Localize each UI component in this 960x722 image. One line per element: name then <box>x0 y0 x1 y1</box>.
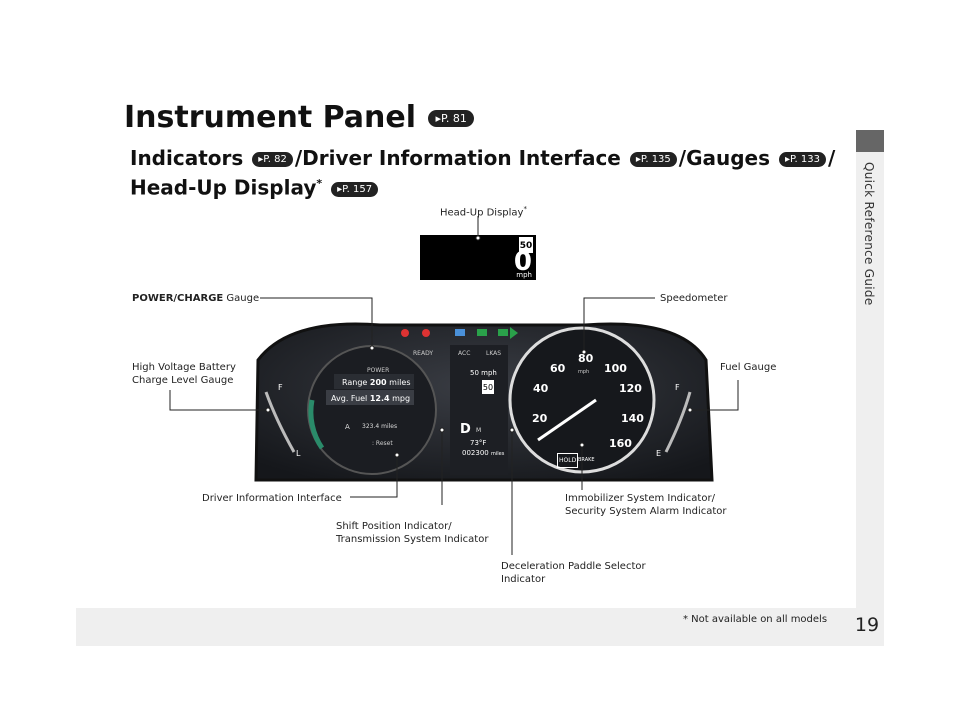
callout-speedometer: Speedometer <box>660 293 728 304</box>
speed-tick-160: 160 <box>609 437 632 450</box>
side-band <box>856 130 884 608</box>
ready-indicator: READY <box>413 350 434 357</box>
subtitle: Indicators ▸P. 82/Driver Information Int… <box>130 146 836 200</box>
hv-full-mark: F <box>278 383 283 392</box>
hv-low-mark: L <box>296 449 301 458</box>
callout-lines <box>169 216 739 555</box>
head-up-display: 50 0 mph <box>420 235 536 280</box>
hud-ref-link[interactable]: ▸P. 157 <box>331 181 379 197</box>
trip-letter: A <box>345 423 350 431</box>
seatbelt-icon <box>401 329 409 337</box>
speed-tick-60: 60 <box>550 362 566 375</box>
hud-speed-limit: 50 <box>519 237 533 253</box>
speed-tick-20: 20 <box>532 412 548 425</box>
headlight-icon <box>498 329 508 336</box>
trip-meter: 323.4 miles <box>362 423 398 430</box>
low-beam-icon <box>477 329 487 336</box>
callout-power-charge-gauge: POWER/CHARGE Gauge <box>132 293 260 304</box>
brake-indicator: BRAKE <box>578 457 595 463</box>
power-label: POWER <box>367 367 390 374</box>
high-beam-icon <box>455 329 465 336</box>
speed-unit: mph <box>578 369 590 375</box>
hv-battery-gauge <box>264 391 296 453</box>
acc-speed: 50 mph <box>470 369 497 377</box>
fuel-gauge-arc <box>664 391 692 453</box>
speed-tick-100: 100 <box>604 362 627 375</box>
hud-unit: mph <box>516 271 532 279</box>
speedometer-needle <box>537 398 597 442</box>
callout-shift-position-indicator: Shift Position Indicator/Transmission Sy… <box>336 521 489 545</box>
shift-position-indicator: D <box>460 422 471 437</box>
dii-ref-link[interactable]: ▸P. 135 <box>629 152 677 167</box>
callout-immobilizer-indicator: Immobilizer System Indicator/Security Sy… <box>565 493 727 517</box>
page-title: Instrument Panel ▸P. 81 <box>124 100 476 135</box>
range-box <box>334 374 414 389</box>
avgfuel-box <box>326 390 414 405</box>
gear-mode: M <box>476 427 482 434</box>
fuel-full-mark: F <box>675 383 680 392</box>
callout-head-up-display: Head-Up Display* <box>440 205 527 219</box>
outside-temp: 73°F <box>470 439 487 447</box>
acc-indicator: ACC <box>458 350 471 357</box>
indicators-ref-link[interactable]: ▸P. 82 <box>252 152 293 167</box>
speed-tick-140: 140 <box>621 412 644 425</box>
footnote: * Not available on all models <box>683 614 828 625</box>
avgfuel-label: Avg. Fuel 12.4 mpg <box>331 394 411 403</box>
gauges-ref-link[interactable]: ▸P. 133 <box>779 152 826 167</box>
page-ref-link[interactable]: ▸P. 81 <box>428 110 474 127</box>
hold-indicator: HOLD <box>557 453 579 468</box>
page-number: 19 <box>854 614 880 636</box>
section-label: Quick Reference Guide <box>862 162 876 306</box>
side-tab <box>856 130 884 152</box>
fuel-empty-mark: E <box>656 449 662 458</box>
callout-driver-information-interface: Driver Information Interface <box>202 493 342 504</box>
speed-tick-80: 80 <box>578 352 594 365</box>
lkas-indicator: LKAS <box>486 350 502 357</box>
turn-signal-icon <box>510 327 518 339</box>
charge-arc <box>308 399 325 450</box>
airbag-icon <box>422 329 430 337</box>
range-label: Range 200 miles <box>342 378 411 387</box>
callout-fuel-gauge: Fuel Gauge <box>720 362 777 373</box>
footer-band <box>76 608 884 646</box>
center-panel <box>450 345 508 475</box>
reset-label: : Reset <box>372 440 393 447</box>
odometer: 002300 miles <box>462 449 505 457</box>
hud-speed: 0 <box>513 247 532 277</box>
speed-tick-40: 40 <box>533 382 549 395</box>
speed-limit-sign: 50 <box>482 380 494 394</box>
speed-tick-120: 120 <box>619 382 642 395</box>
